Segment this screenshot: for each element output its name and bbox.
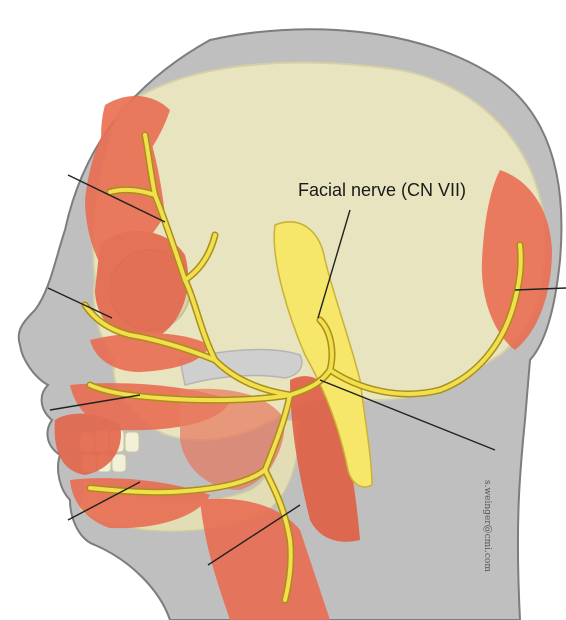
facial-nerve-label: Facial nerve (CN VII) xyxy=(298,180,466,200)
artist-signature: s.weinger@cmi.com xyxy=(482,480,492,572)
